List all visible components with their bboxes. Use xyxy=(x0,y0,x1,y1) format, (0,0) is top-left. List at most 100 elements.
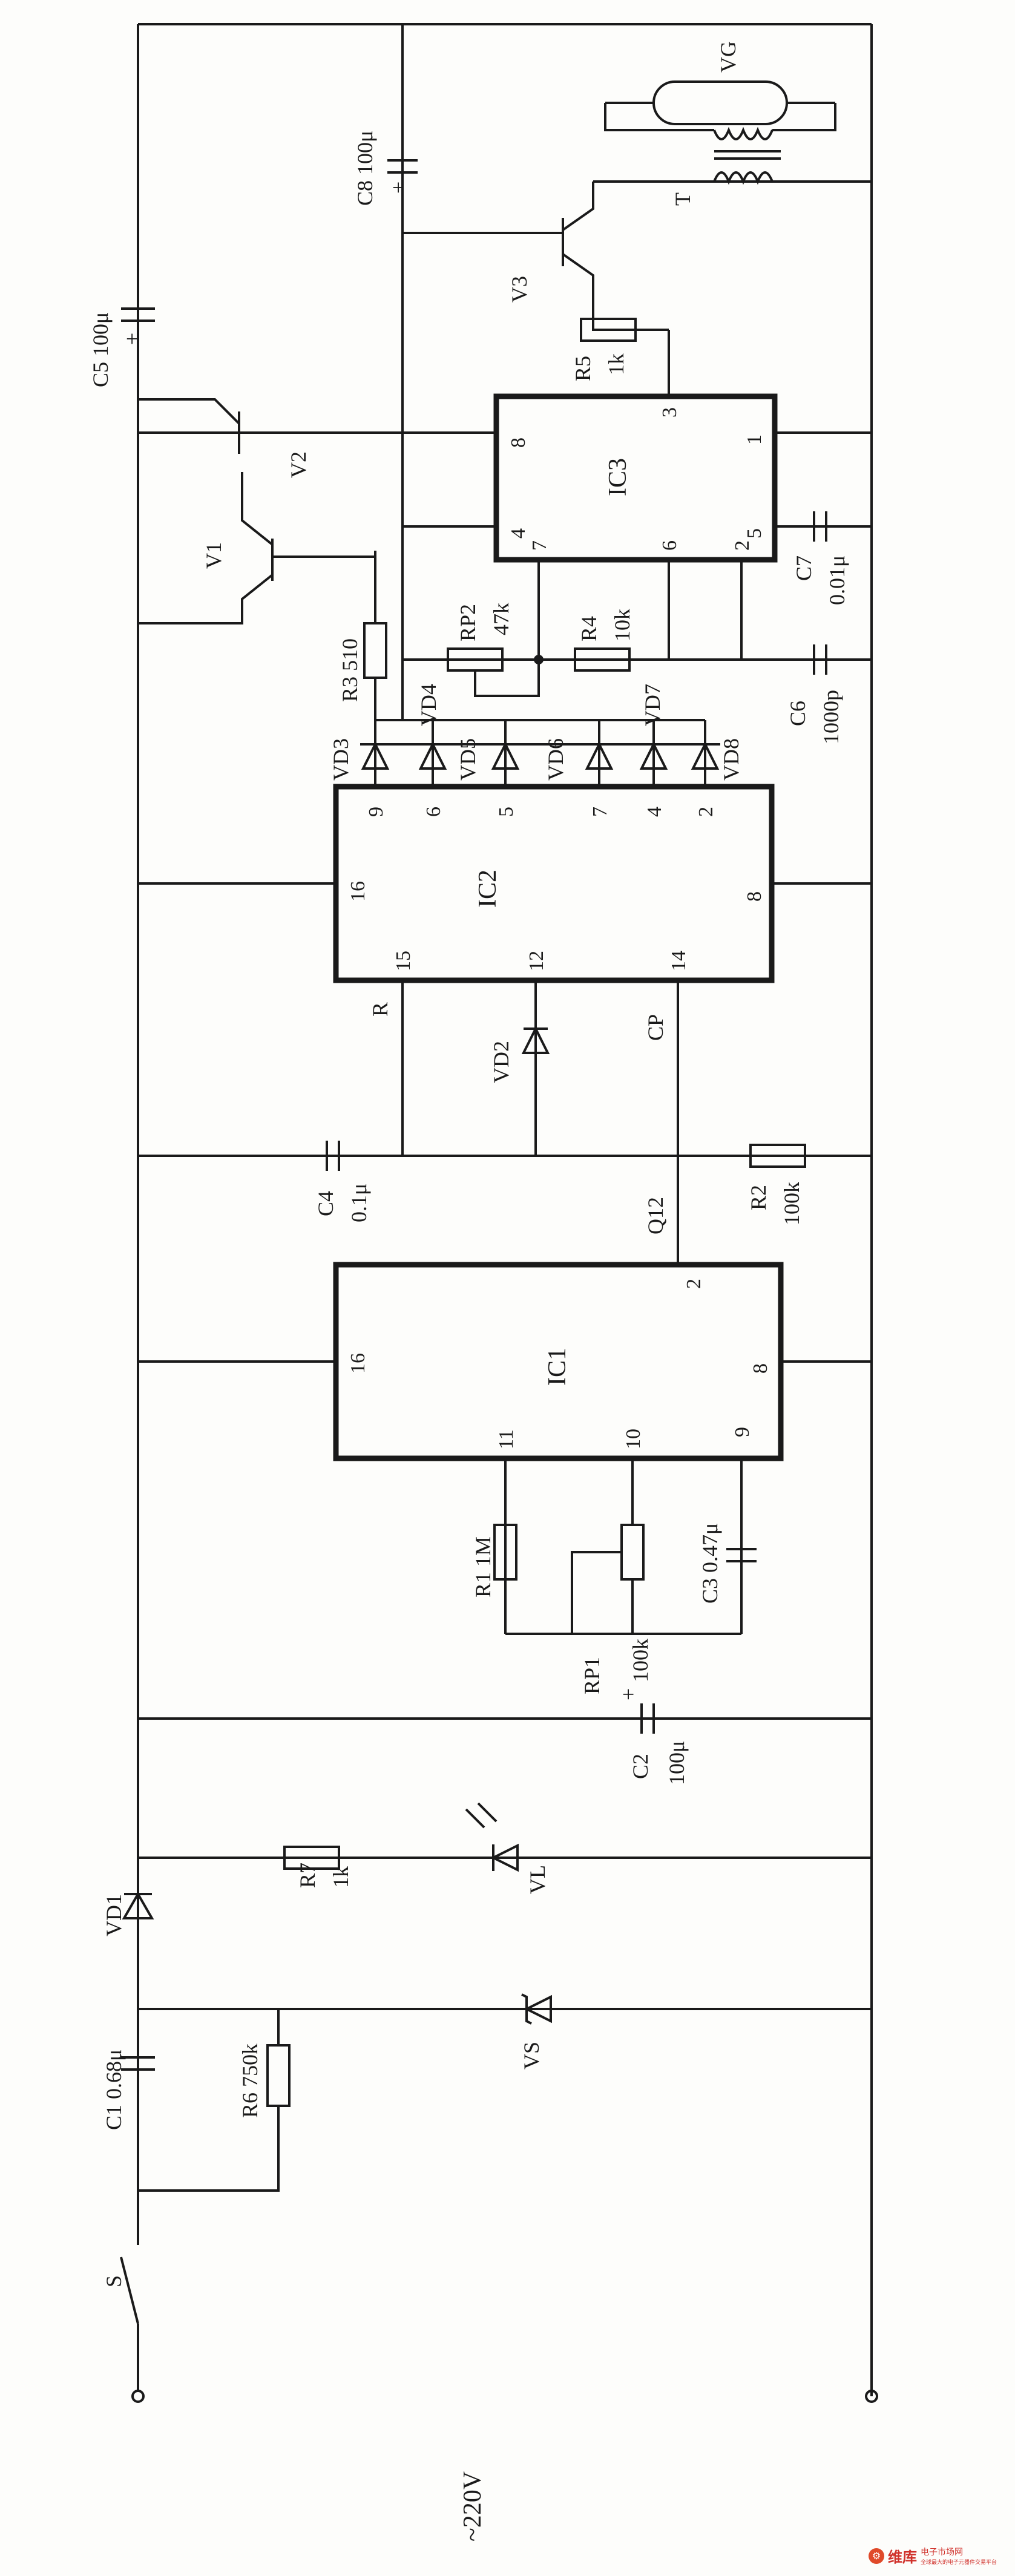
r4-value: 10k xyxy=(610,609,634,641)
input-terminal-top xyxy=(131,2390,145,2403)
vd3-diode xyxy=(361,741,390,770)
ic3-pin8: 8 xyxy=(507,438,530,448)
r3-resistor xyxy=(363,622,387,679)
vs-zener-bar xyxy=(521,1993,532,2025)
c5-label: C5 100μ xyxy=(88,312,113,387)
rp2-wiper xyxy=(474,660,540,697)
r2-resistor xyxy=(749,1144,806,1168)
vg-label: VG xyxy=(716,41,740,73)
rp1-value: 100k xyxy=(628,1639,652,1682)
rp2-value: 47k xyxy=(489,603,513,635)
ic1-pin8: 8 xyxy=(749,1363,772,1374)
watermark-logo-icon: ⚙ xyxy=(868,2548,884,2564)
ic3-pin4: 4 xyxy=(507,528,530,539)
ic3-body xyxy=(493,393,778,563)
vg-tube xyxy=(652,80,788,125)
ic2-pin6: 6 xyxy=(422,807,445,817)
c6-value: 1000p xyxy=(819,690,843,744)
c3-label: C3 0.47μ xyxy=(698,1522,722,1604)
r2-label: R2 xyxy=(746,1184,770,1210)
r1-resistor xyxy=(493,1524,517,1581)
ic2-label: IC2 xyxy=(474,870,502,908)
ic1-pin2: 2 xyxy=(683,1279,705,1289)
v3-emitter xyxy=(562,253,669,331)
watermark-brand: 维库 xyxy=(887,2549,917,2566)
t-label: T xyxy=(671,192,695,206)
v3-label: V3 xyxy=(507,276,531,303)
t-secondary-coil xyxy=(713,126,774,140)
vd5-diode xyxy=(491,741,520,770)
c6-label: C6 xyxy=(786,700,810,726)
ic2-pin14: 14 xyxy=(668,951,690,971)
ic2-r-label: R xyxy=(368,1001,392,1017)
c7-value: 0.01μ xyxy=(825,555,849,605)
r6-label: R6 750k xyxy=(238,2043,262,2118)
ic2-pin8: 8 xyxy=(743,891,766,902)
v2-collector xyxy=(138,398,240,425)
c4-label: C4 xyxy=(314,1190,338,1216)
r5-resistor xyxy=(580,318,637,342)
v2-label: V2 xyxy=(286,451,310,478)
ic1-pin11: 11 xyxy=(495,1429,517,1449)
rp1-label: RP1 xyxy=(580,1656,604,1694)
c2-value: 100μ xyxy=(665,1740,689,1785)
watermark-site: 电子市场网 xyxy=(920,2547,963,2557)
vd3-label: VD3 xyxy=(329,738,353,781)
vd8-label: VD8 xyxy=(719,738,743,781)
r6-loop xyxy=(138,2106,280,2192)
r5-value: 1k xyxy=(604,353,628,375)
r5-label: R5 xyxy=(571,355,595,381)
rp2-label: RP2 xyxy=(456,603,480,641)
vd6-diode xyxy=(585,741,614,770)
vd1-diode xyxy=(122,1891,154,1919)
ic2-pin2: 2 xyxy=(695,807,717,817)
switch-label: S xyxy=(102,2275,126,2287)
vd8-diode xyxy=(691,741,720,770)
ic3-pin3: 3 xyxy=(659,407,681,418)
vl-ray-2 xyxy=(477,1802,498,1823)
q12-label: Q12 xyxy=(643,1197,668,1234)
rp1-wiper xyxy=(571,1551,622,1634)
vl-led xyxy=(490,1843,519,1872)
vd6-label: VD6 xyxy=(544,738,568,781)
c2-label: C2 xyxy=(628,1753,652,1779)
rp1-pot xyxy=(620,1524,645,1581)
c8-plus: + xyxy=(386,181,410,194)
vd1-label: VD1 xyxy=(102,1894,126,1936)
ic2-pin12: 12 xyxy=(525,951,548,971)
c4-value: 0.1μ xyxy=(347,1183,371,1222)
vs-label: VS xyxy=(519,2041,544,2070)
r4-resistor xyxy=(574,647,631,672)
c2-plus: + xyxy=(616,1688,640,1700)
c1-label: C1 0.68μ xyxy=(102,2049,126,2130)
ic3-pin5: 5 xyxy=(743,528,766,539)
c8-label: C8 100μ xyxy=(353,130,377,206)
input-terminal-bottom xyxy=(865,2390,878,2403)
ic2-pin7: 7 xyxy=(589,807,611,817)
r7-label: R7 xyxy=(295,1862,320,1888)
ic2-pin4: 4 xyxy=(643,807,666,817)
ic1-label: IC1 xyxy=(544,1348,571,1386)
vd4-diode xyxy=(418,741,447,770)
r2-value: 100k xyxy=(780,1182,804,1225)
ic3-pin7: 7 xyxy=(528,540,551,551)
v1-label: V1 xyxy=(202,542,226,569)
ic1-pin9: 9 xyxy=(731,1427,754,1437)
r1-label: R1 1M xyxy=(471,1536,495,1598)
vg-loop xyxy=(604,103,714,131)
r7-resistor xyxy=(283,1846,340,1870)
v3-collector xyxy=(562,182,594,231)
ic1-pin16: 16 xyxy=(347,1353,369,1374)
ic2-pin16: 16 xyxy=(347,881,369,902)
ic2-cp-label: CP xyxy=(643,1014,668,1041)
vd2-label: VD2 xyxy=(489,1041,513,1083)
ic3-pin6: 6 xyxy=(659,540,681,551)
vg-loop-2 xyxy=(772,103,836,131)
switch-s xyxy=(120,2256,139,2324)
v1-collector xyxy=(241,472,274,546)
r7-value: 1k xyxy=(329,1866,353,1888)
ic3-pin1: 1 xyxy=(743,434,766,445)
vd4-label: VD4 xyxy=(416,684,441,726)
r6-resistor xyxy=(266,2044,291,2107)
